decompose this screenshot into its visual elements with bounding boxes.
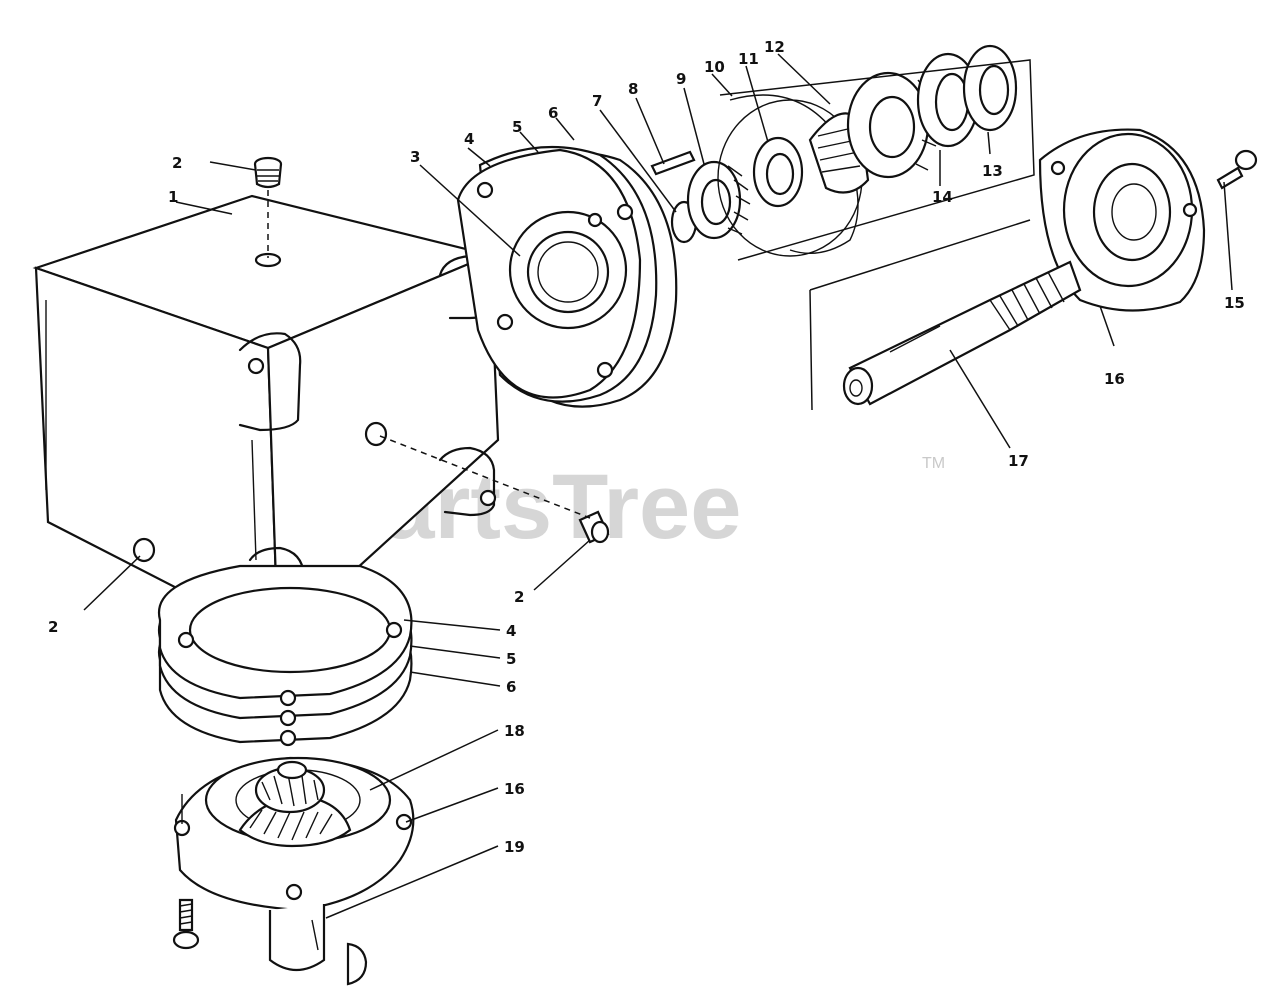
bearing-cone bbox=[686, 160, 751, 240]
output-bevel-gear bbox=[238, 760, 352, 848]
callout-2-side: 2 bbox=[514, 588, 524, 606]
gearbox-housing bbox=[32, 194, 500, 643]
callout-4-lower: 4 bbox=[506, 622, 516, 640]
callout-6-upper: 6 bbox=[548, 104, 558, 122]
callout-18: 18 bbox=[504, 722, 525, 740]
callout-19: 19 bbox=[504, 838, 525, 856]
cap-screw-lower bbox=[172, 794, 200, 950]
callout-4-upper: 4 bbox=[464, 130, 474, 148]
callout-14: 14 bbox=[932, 188, 953, 206]
callout-1: 1 bbox=[168, 188, 178, 206]
callout-13: 13 bbox=[982, 162, 1003, 180]
callout-17: 17 bbox=[1008, 452, 1029, 470]
input-shaft bbox=[842, 260, 1082, 406]
bearing-14 bbox=[846, 71, 937, 179]
flange-lower-assembly bbox=[157, 564, 413, 747]
callout-2-left: 2 bbox=[48, 618, 58, 636]
bearing-cover-upper bbox=[1038, 128, 1206, 312]
pipe-plug-top bbox=[253, 156, 283, 189]
pipe-plug-side bbox=[578, 510, 610, 544]
callout-10: 10 bbox=[704, 58, 725, 76]
output-shaft bbox=[268, 904, 368, 986]
watermark-trademark: TM bbox=[922, 455, 945, 472]
callout-5-lower: 5 bbox=[506, 650, 516, 668]
callout-12: 12 bbox=[764, 38, 785, 56]
callout-6-lower: 6 bbox=[506, 678, 516, 696]
callout-2-top: 2 bbox=[172, 154, 182, 172]
bearing-cup bbox=[752, 136, 804, 208]
callout-7: 7 bbox=[592, 92, 602, 110]
callout-11: 11 bbox=[738, 50, 759, 68]
callout-9: 9 bbox=[676, 70, 686, 88]
callout-5-upper: 5 bbox=[512, 118, 522, 136]
callout-16-upper: 16 bbox=[1104, 370, 1125, 388]
callout-3: 3 bbox=[410, 148, 420, 166]
key bbox=[650, 150, 696, 176]
callout-15: 15 bbox=[1224, 294, 1245, 312]
bearing-13 bbox=[962, 44, 1018, 132]
flange-upper-assembly bbox=[456, 145, 678, 408]
bearing-cup-14 bbox=[916, 52, 980, 148]
callout-16-lower: 16 bbox=[504, 780, 525, 798]
callout-8: 8 bbox=[628, 80, 638, 98]
